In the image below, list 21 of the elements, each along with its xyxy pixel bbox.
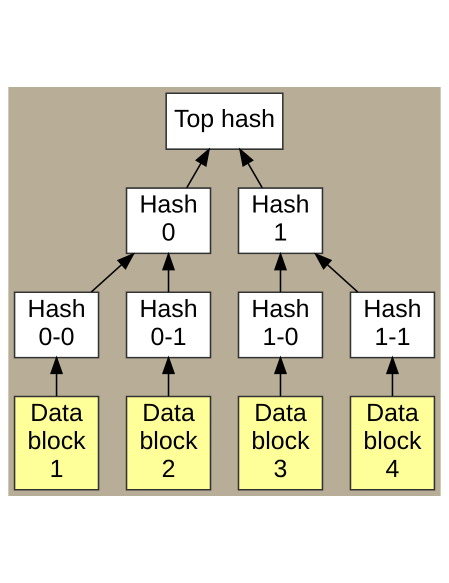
arrow [274, 355, 288, 396]
arrow [50, 355, 64, 396]
arrow [90, 252, 136, 293]
node-box: Data block 4 [350, 396, 436, 491]
node-box: Data block 2 [126, 396, 212, 491]
node-box: Hash 1 [238, 187, 324, 254]
node-box: Hash 1-1 [350, 292, 436, 358]
node-box: Data block 1 [14, 396, 100, 491]
node-box: Hash 0-1 [126, 292, 212, 358]
arrow [238, 148, 263, 188]
node-box: Data block 3 [238, 396, 324, 491]
arrow [314, 252, 358, 293]
node-box: Hash 1-0 [238, 292, 324, 358]
node-box: Hash 0 [126, 187, 212, 254]
arrow [162, 355, 176, 396]
arrow [162, 252, 176, 292]
node-box: Hash 0-0 [14, 292, 100, 358]
arrow [274, 252, 288, 292]
node-box: Top hash [165, 92, 284, 150]
arrow [186, 148, 210, 188]
arrow [386, 355, 399, 396]
